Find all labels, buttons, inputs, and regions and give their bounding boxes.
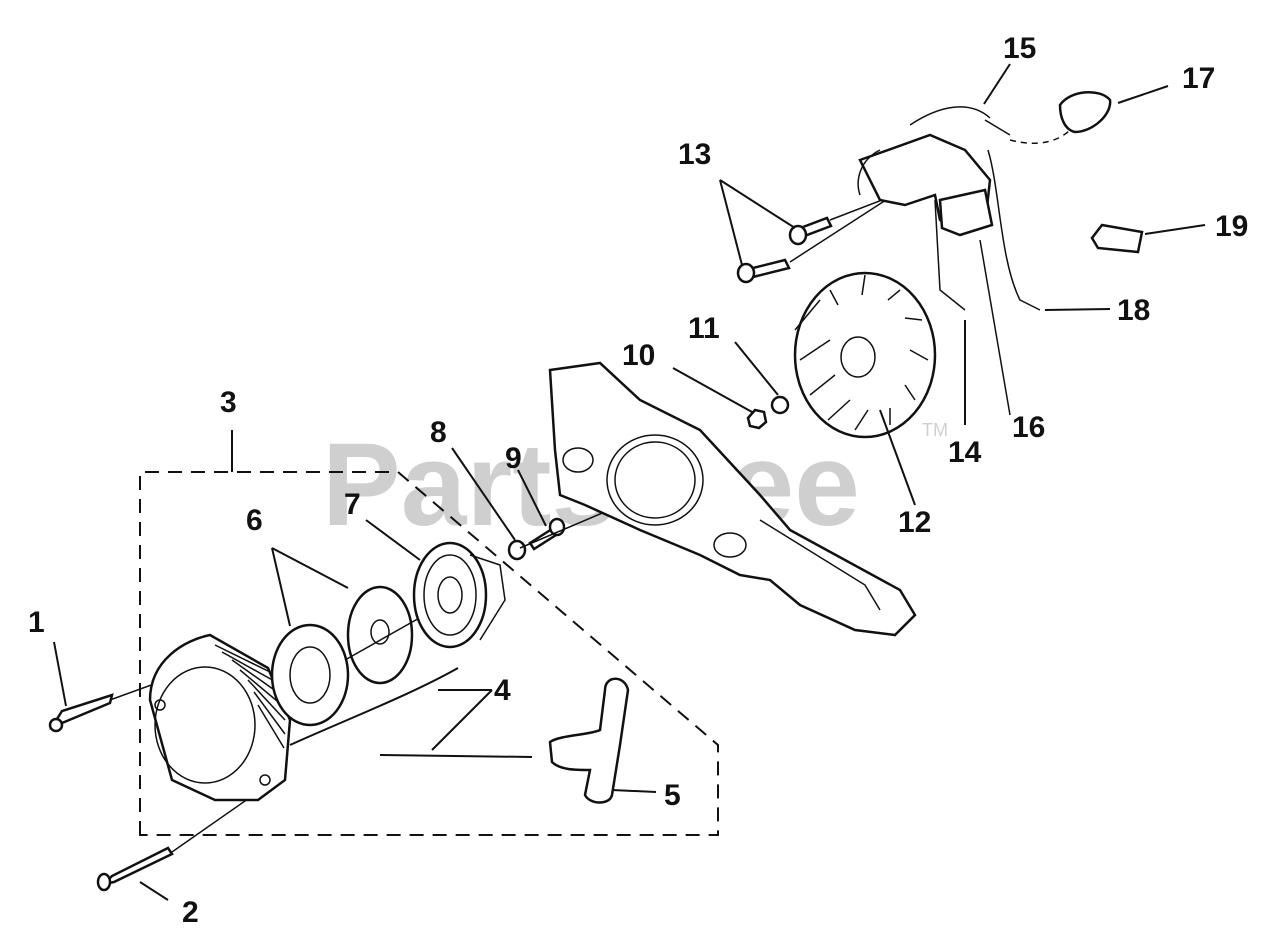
callout-15: 15 <box>1003 32 1036 65</box>
screw-part-1 <box>48 641 166 733</box>
callout-11: 11 <box>688 312 720 345</box>
ignition-module-part-16 <box>857 106 1071 416</box>
callout-18: 18 <box>1117 294 1150 327</box>
callout-8: 8 <box>430 416 447 449</box>
callout-14: 14 <box>948 436 982 469</box>
washer-part-8 <box>507 539 527 561</box>
starter-handle-part-5 <box>548 677 657 804</box>
trademark-mark: TM <box>922 420 948 440</box>
leader-18 <box>1044 308 1111 311</box>
washer-part-11 <box>770 395 790 415</box>
callout-1: 1 <box>28 606 45 639</box>
starter-rope-part-4 <box>289 667 533 758</box>
callout-17: 17 <box>1182 62 1215 95</box>
leader-11 <box>734 341 779 396</box>
callout-3: 3 <box>220 386 237 419</box>
spark-plug-boot-part-17 <box>1058 85 1169 134</box>
leader-6a <box>271 547 349 589</box>
leader-15 <box>983 63 1011 105</box>
leader-8 <box>451 447 516 541</box>
callout-13: 13 <box>678 138 711 171</box>
leader-12 <box>879 409 916 506</box>
callout-4: 4 <box>494 674 511 707</box>
callout-6: 6 <box>246 504 263 537</box>
callout-16: 16 <box>1012 411 1045 444</box>
callout-19: 19 <box>1215 210 1248 243</box>
flywheel <box>793 271 937 439</box>
nut-part-10 <box>746 408 768 430</box>
switch-part-19 <box>1090 223 1206 254</box>
leader-6b <box>271 547 291 627</box>
callout-9: 9 <box>505 442 522 475</box>
pulley-part-7 <box>412 541 506 649</box>
bolts-part-13 <box>719 177 921 284</box>
cover-plate-part-12 <box>548 361 917 637</box>
starter-housing <box>148 633 292 802</box>
leader-10 <box>672 367 753 413</box>
leader-9 <box>517 469 547 527</box>
callout-2: 2 <box>182 896 199 929</box>
leader-7 <box>365 519 421 561</box>
callout-10: 10 <box>622 339 655 372</box>
callout-7: 7 <box>344 488 361 521</box>
rewind-spring-part-6 <box>270 585 461 727</box>
callout-12: 12 <box>898 506 931 539</box>
starter-assembly-boundary <box>139 430 719 836</box>
callout-5: 5 <box>664 779 681 812</box>
